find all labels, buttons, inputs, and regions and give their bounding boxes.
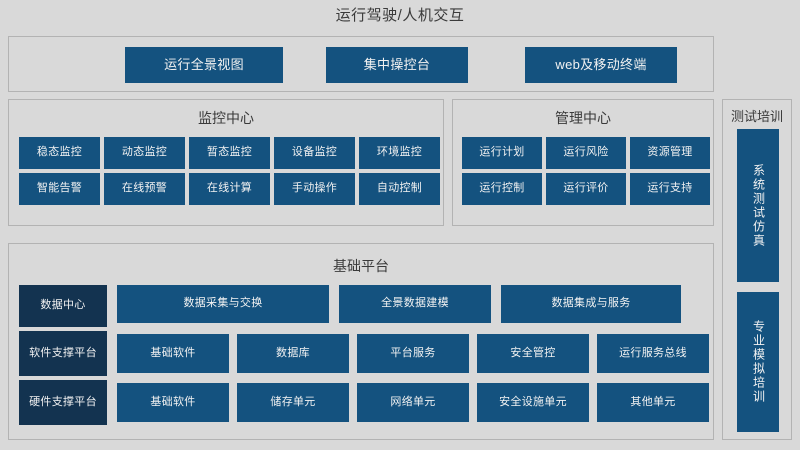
manage-item-r1c0[interactable]: 运行控制	[462, 173, 542, 205]
test-training-title: 测试培训	[730, 109, 783, 124]
test-training-item-0[interactable]: 系统测试仿真	[737, 129, 779, 282]
base-item-r2c1[interactable]: 储存单元	[237, 383, 349, 422]
base-item-r0c2[interactable]: 数据集成与服务	[501, 285, 681, 323]
test-training-item-1[interactable]: 专业模拟培训	[737, 292, 779, 432]
monitor-item-r0c1[interactable]: 动态监控	[104, 137, 185, 169]
manage-item-r0c2[interactable]: 资源管理	[630, 137, 710, 169]
base-item-r0c1[interactable]: 全景数据建模	[339, 285, 491, 323]
monitor-item-r1c1[interactable]: 在线预警	[104, 173, 185, 205]
base-item-r2c4[interactable]: 其他单元	[597, 383, 709, 422]
base-item-r2c0[interactable]: 基础软件	[117, 383, 229, 422]
base-item-r1c3[interactable]: 安全管控	[477, 334, 589, 373]
base-item-r1c2[interactable]: 平台服务	[357, 334, 469, 373]
base-side-label-1[interactable]: 软件支撑平台	[19, 331, 107, 376]
monitor-item-r0c4[interactable]: 环境监控	[359, 137, 440, 169]
monitor-center-title: 监控中心	[198, 110, 254, 126]
top-bar-item-0[interactable]: 运行全景视图	[125, 47, 283, 83]
page-title: 运行驾驶/人机交互	[335, 7, 465, 24]
monitor-center-panel: 监控中心 稳态监控 动态监控 暂态监控 设备监控 环境监控 智能告警 在线预警 …	[8, 99, 444, 226]
top-bar-item-2[interactable]: web及移动终端	[525, 47, 677, 83]
base-side-label-0[interactable]: 数据中心	[19, 285, 107, 327]
manage-item-r0c1[interactable]: 运行风险	[546, 137, 626, 169]
monitor-item-r1c4[interactable]: 自动控制	[359, 173, 440, 205]
top-bar-panel: 运行全景视图 集中操控台 web及移动终端	[8, 36, 714, 92]
base-item-r1c1[interactable]: 数据库	[237, 334, 349, 373]
manage-item-r1c1[interactable]: 运行评价	[546, 173, 626, 205]
monitor-item-r1c0[interactable]: 智能告警	[19, 173, 100, 205]
manage-item-r0c0[interactable]: 运行计划	[462, 137, 542, 169]
base-item-r1c4[interactable]: 运行服务总线	[597, 334, 709, 373]
monitor-item-r0c0[interactable]: 稳态监控	[19, 137, 100, 169]
manage-center-panel: 管理中心 运行计划 运行风险 资源管理 运行控制 运行评价 运行支持	[452, 99, 714, 226]
monitor-item-r1c2[interactable]: 在线计算	[189, 173, 270, 205]
base-item-r2c2[interactable]: 网络单元	[357, 383, 469, 422]
manage-center-title: 管理中心	[555, 110, 611, 126]
monitor-item-r1c3[interactable]: 手动操作	[274, 173, 355, 205]
base-item-r0c0[interactable]: 数据采集与交换	[117, 285, 329, 323]
base-side-label-2[interactable]: 硬件支撑平台	[19, 380, 107, 425]
base-platform-title: 基础平台	[333, 258, 389, 274]
base-item-r2c3[interactable]: 安全设施单元	[477, 383, 589, 422]
test-training-panel: 测试培训 系统测试仿真 专业模拟培训	[722, 99, 792, 440]
top-bar-item-1[interactable]: 集中操控台	[326, 47, 468, 83]
monitor-item-r0c2[interactable]: 暂态监控	[189, 137, 270, 169]
base-platform-panel: 基础平台 数据中心 数据采集与交换 全景数据建模 数据集成与服务 软件支撑平台 …	[8, 243, 714, 440]
monitor-item-r0c3[interactable]: 设备监控	[274, 137, 355, 169]
manage-item-r1c2[interactable]: 运行支持	[630, 173, 710, 205]
base-item-r1c0[interactable]: 基础软件	[117, 334, 229, 373]
